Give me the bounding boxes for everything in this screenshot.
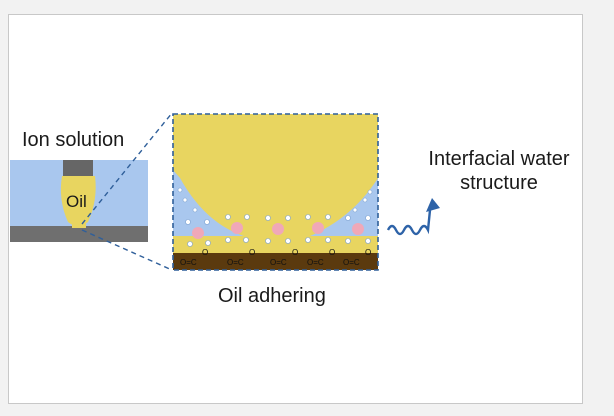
svg-text:O=C: O=C	[227, 258, 244, 267]
water-molecules	[177, 187, 373, 247]
svg-text:O=C: O=C	[343, 258, 360, 267]
zoom-substrate	[173, 253, 378, 270]
zoom-line-top	[81, 112, 173, 225]
oil-adhering-label: Oil adhering	[218, 285, 326, 307]
contact-spot	[72, 222, 86, 228]
ion	[231, 222, 243, 234]
small-schematic: Oil	[10, 160, 148, 242]
zoom-oil	[173, 114, 378, 240]
hydrated-ions	[192, 222, 364, 239]
interfacial-line2: structure	[460, 172, 538, 194]
small-substrate	[10, 226, 148, 242]
carboxylate-groups: O=C O O=C O O=C O O=C O O=C O	[180, 248, 371, 267]
interfacial-water-label: Interfacial water structure	[414, 147, 584, 195]
svg-text:O: O	[365, 248, 371, 257]
small-oil-droplet	[60, 176, 96, 226]
svg-text:O=C: O=C	[270, 258, 287, 267]
ion	[352, 223, 364, 235]
ion-solution-label: Ion solution	[22, 129, 125, 151]
zoom-line-bottom	[81, 229, 173, 271]
svg-text:O: O	[292, 248, 298, 257]
ion	[272, 223, 284, 235]
small-oil-label: Oil	[66, 192, 87, 211]
svg-text:O: O	[329, 248, 335, 257]
svg-text:O=C: O=C	[180, 258, 197, 267]
zoom-panel: O=C O O=C O O=C O O=C O O=C O	[172, 113, 379, 271]
svg-text:O: O	[249, 248, 255, 257]
interfacial-line1: Interfacial water	[428, 148, 570, 170]
scrollbar-track[interactable]	[594, 0, 614, 416]
zoom-border	[172, 113, 379, 271]
wavy-arrow	[386, 198, 440, 236]
arrowhead-icon	[426, 198, 440, 212]
wave-line	[386, 209, 432, 236]
ion	[192, 227, 204, 239]
holder	[63, 160, 93, 176]
svg-text:O: O	[202, 248, 208, 257]
ion	[312, 222, 324, 234]
svg-text:O=C: O=C	[307, 258, 324, 267]
